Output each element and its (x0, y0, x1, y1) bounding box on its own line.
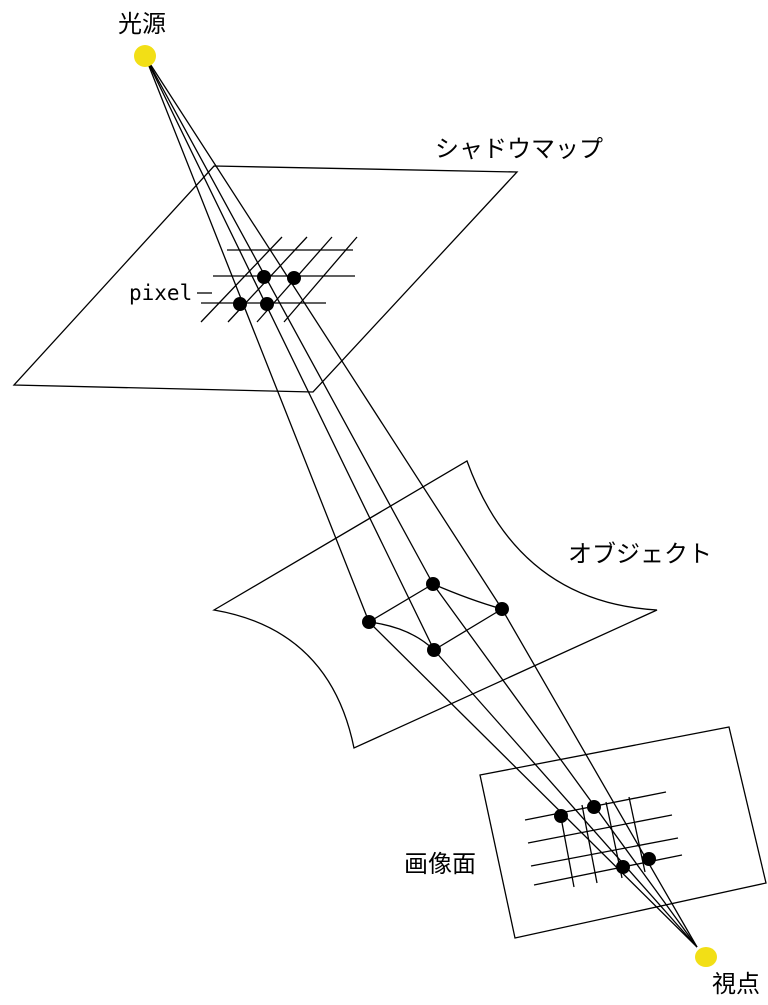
object-sample-edges (368, 583, 503, 651)
object-surface (212, 460, 658, 749)
image-plane-pixel-grid (524, 791, 683, 888)
image-plane (479, 726, 767, 939)
view-rays (368, 583, 698, 948)
light-source-dot (134, 45, 156, 67)
label-object: オブジェクト (568, 540, 712, 568)
label-pixel: pixel (129, 281, 192, 305)
label-light-source: 光源 (118, 10, 166, 38)
label-image-plane: 画像面 (404, 850, 476, 878)
label-shadow-map: シャドウマップ (435, 135, 603, 163)
shadow-map-sample-points (233, 270, 301, 311)
shadow-map-plane (12, 165, 519, 393)
object-sample-points (362, 577, 509, 657)
label-viewpoint: 視点 (712, 970, 760, 998)
image-plane-sample-points (554, 800, 656, 874)
shadow-map-pixel-grid (200, 236, 358, 323)
viewpoint-dot (695, 947, 717, 967)
light-rays (144, 55, 503, 651)
